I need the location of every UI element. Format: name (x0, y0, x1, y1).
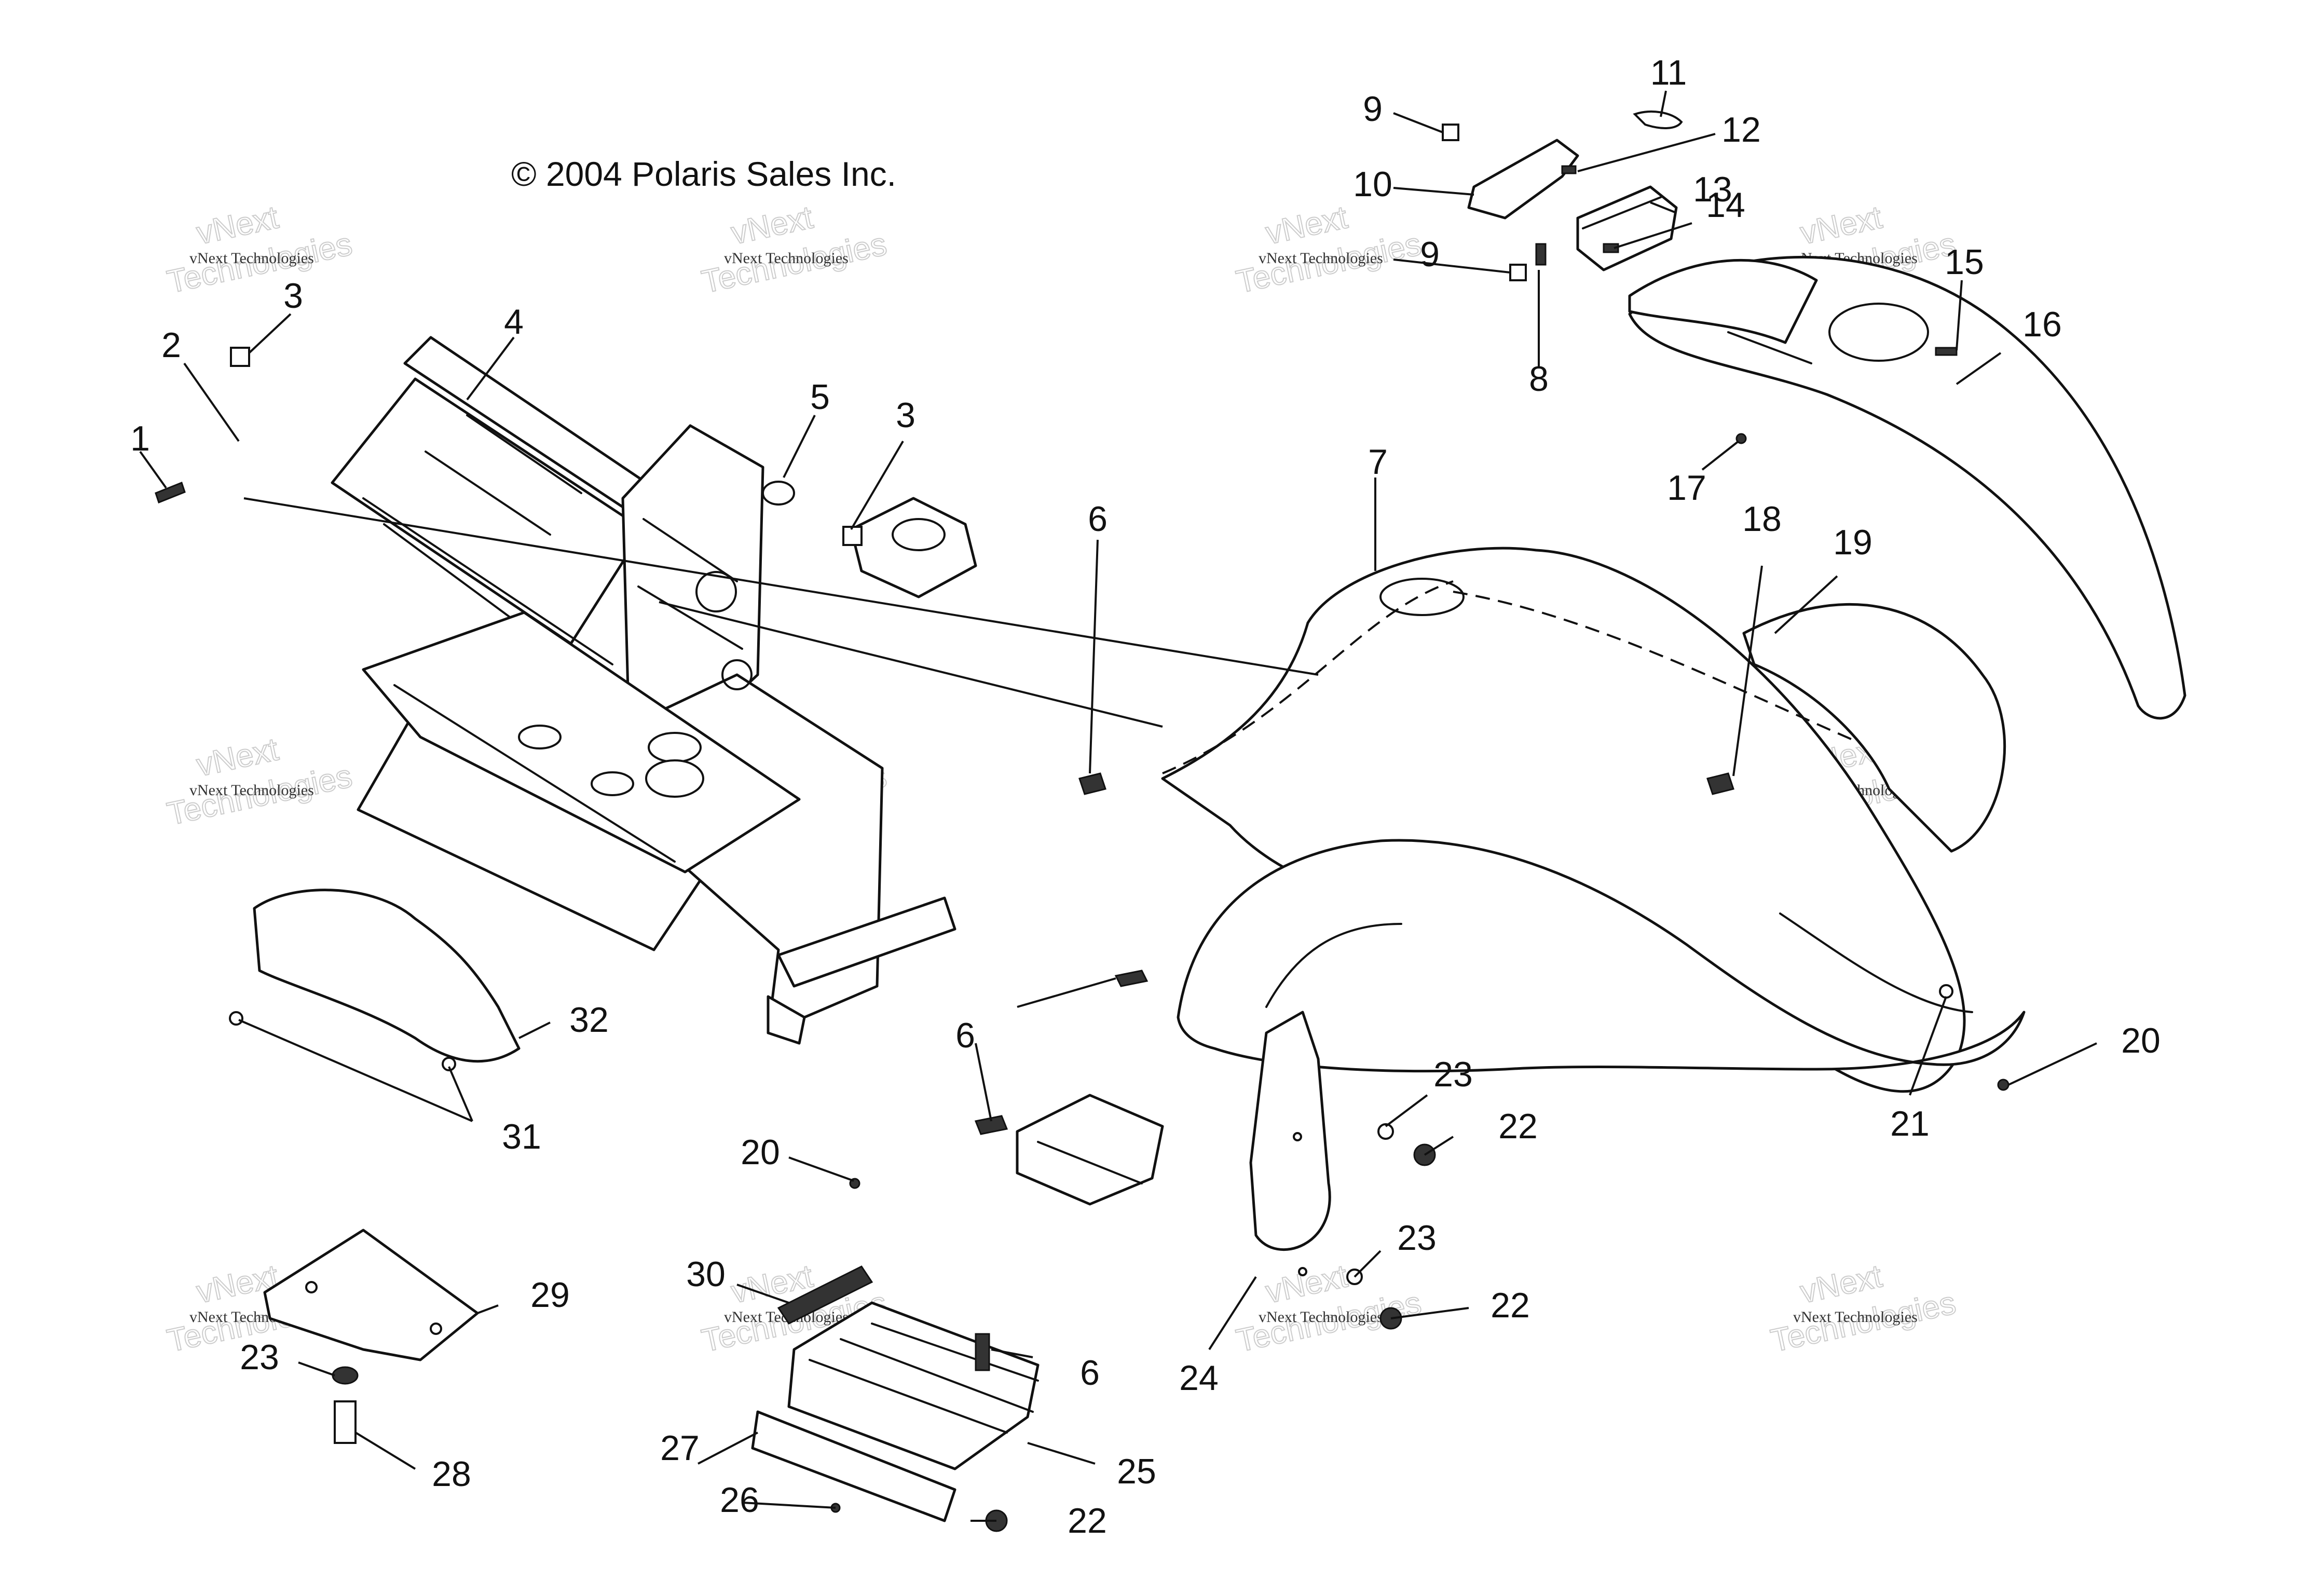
callout-1: 1 (130, 419, 150, 458)
watermark-text: vNext Technologies (189, 782, 314, 799)
callout-24: 24 (1179, 1358, 1219, 1398)
callout-22: 22 (1491, 1286, 1530, 1325)
watermark-text: vNext Technologies (189, 250, 314, 267)
callout-29: 29 (530, 1275, 570, 1315)
callout-19: 19 (1833, 523, 1872, 562)
watermark-text: vNext Technologies (1259, 1308, 1383, 1326)
watermark: vNext Technologies vNext Technologies (1233, 199, 1425, 301)
screw-6d (975, 1333, 990, 1371)
callout-2: 2 (161, 325, 181, 365)
callout-20: 20 (2121, 1021, 2161, 1060)
bolt-6b (1114, 970, 1149, 987)
callout-6: 6 (1088, 499, 1108, 539)
callout-32: 32 (569, 1000, 609, 1040)
callout-6: 6 (1080, 1353, 1100, 1393)
watermark-text: vNext Technologies (1793, 1308, 1918, 1326)
callout-26: 26 (720, 1480, 759, 1520)
copyright-notice: © 2004 Polaris Sales Inc. (511, 155, 896, 193)
nut-3b (842, 526, 863, 546)
screw-15 (1935, 347, 1958, 356)
callout-6: 6 (955, 1016, 975, 1055)
callout-18: 18 (1742, 499, 1782, 539)
rivet-20a (1997, 1079, 2009, 1091)
callout-25: 25 (1117, 1452, 1156, 1491)
watermark: vNext Technologies vNext Technologies (163, 199, 356, 301)
callout-20: 20 (741, 1133, 780, 1172)
screw-14 (1603, 243, 1619, 253)
watermark: vNext Technologies vNext Technologies (1767, 1258, 1959, 1359)
leader-lines (139, 90, 2097, 1522)
bumper-guard (253, 889, 521, 1063)
watermark: vNext Technologies vNext Technologies (163, 731, 356, 833)
inner-fender (1742, 603, 2006, 853)
callout-16: 16 (2022, 305, 2062, 344)
callout-14: 14 (1706, 185, 1745, 225)
callout-4: 4 (504, 302, 524, 342)
rivet-31b (442, 1057, 456, 1071)
callout-3: 3 (896, 396, 915, 435)
fender-lower (1177, 839, 2026, 1073)
callout-23: 23 (1397, 1218, 1437, 1258)
nut-9a (1442, 124, 1459, 141)
callout-3: 3 (283, 276, 303, 316)
bolt-1 (155, 482, 186, 503)
front-fender (1161, 547, 1966, 1093)
frame-assembly (331, 336, 977, 1045)
callout-27: 27 (660, 1428, 700, 1468)
callout-9: 9 (1420, 235, 1440, 274)
strip-30 (777, 1265, 873, 1325)
footwell-bracket (1016, 1094, 1164, 1206)
callout-15: 15 (1945, 242, 1984, 282)
rivet-17 (1735, 433, 1747, 444)
callout-23: 23 (1433, 1055, 1473, 1094)
callout-22: 22 (1498, 1107, 1538, 1146)
callout-28: 28 (432, 1454, 471, 1494)
rivet-31a (229, 1011, 243, 1026)
bolt-18 (1706, 772, 1734, 795)
bolt-6a (1078, 772, 1106, 795)
grommet-5 (762, 481, 795, 506)
screw-8 (1535, 243, 1547, 266)
nut-3a (230, 347, 250, 367)
screw-12 (1561, 165, 1577, 174)
mud-flap (1249, 1011, 1331, 1276)
watermark-text: vNext Technologies (724, 250, 849, 267)
callout-31: 31 (502, 1117, 541, 1156)
callout-23: 23 (240, 1338, 279, 1377)
callout-12: 12 (1721, 110, 1761, 149)
callout-labels: 1 2 3 4 5 3 6 7 8 9 10 9 11 12 13 14 15 … (130, 53, 2161, 1541)
callout-9: 9 (1363, 89, 1383, 129)
watermark: vNext Technologies vNext Technologies (698, 199, 890, 301)
watermark-text: vNext Technologies (1259, 250, 1383, 267)
rear-rack-fender (1628, 256, 2186, 720)
washer-23a (1377, 1123, 1394, 1140)
callout-17: 17 (1667, 468, 1706, 508)
callout-11: 11 (1650, 53, 1687, 92)
bolt-6c (974, 1115, 1008, 1135)
nut-9b (1509, 264, 1527, 281)
callout-13: 13 (1693, 170, 1732, 209)
washer-23c (332, 1366, 359, 1385)
grommet-21 (1939, 984, 1953, 999)
callout-10: 10 (1353, 165, 1392, 204)
taillight-assembly (1467, 111, 1683, 271)
callout-8: 8 (1529, 359, 1549, 399)
callout-5: 5 (810, 377, 830, 417)
callout-7: 7 (1368, 442, 1388, 482)
callout-22: 22 (1068, 1501, 1107, 1541)
bumper-28 (334, 1400, 357, 1444)
callout-30: 30 (686, 1255, 726, 1294)
callout-21: 21 (1890, 1104, 1930, 1143)
skid-plate (263, 1229, 479, 1361)
